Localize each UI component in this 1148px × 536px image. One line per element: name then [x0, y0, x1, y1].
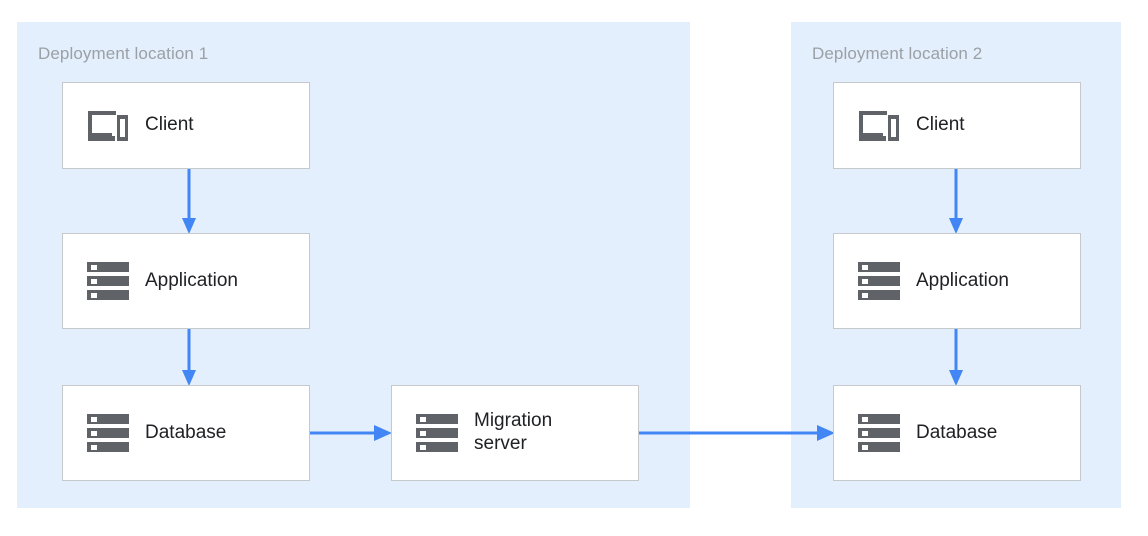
connector-database1-to-migration-server [310, 425, 392, 441]
node-database-2-label: Database [916, 421, 998, 443]
connector-application1-to-database1 [182, 328, 196, 386]
node-application-2[interactable]: Application [833, 233, 1081, 329]
node-application-2-label: Application [916, 269, 1009, 291]
server-icon [85, 410, 131, 456]
node-database-1[interactable]: Database [62, 385, 310, 481]
deployment-zone-2-label: Deployment location 2 [812, 44, 983, 63]
connector-client1-to-application1 [182, 168, 196, 234]
server-icon [414, 410, 460, 456]
server-icon [856, 410, 902, 456]
node-database-2[interactable]: Database [833, 385, 1081, 481]
devices-icon [85, 103, 131, 149]
node-application-1-label: Application [145, 269, 238, 291]
node-client-1-label: Client [145, 114, 194, 136]
node-application-1[interactable]: Application [62, 233, 310, 329]
devices-icon [856, 103, 902, 149]
node-database-1-label: Database [145, 421, 227, 443]
connector-migration-server-to-database2 [639, 425, 835, 441]
server-icon [856, 258, 902, 304]
connector-client2-to-application2 [949, 168, 963, 234]
node-client-2[interactable]: Client [833, 82, 1081, 169]
server-icon [85, 258, 131, 304]
deployment-zone-1-label: Deployment location 1 [38, 44, 209, 63]
connector-application2-to-database2 [949, 328, 963, 386]
node-client-2-label: Client [916, 114, 965, 136]
node-client-1[interactable]: Client [62, 82, 310, 169]
node-migration-server-label: Migration server [474, 410, 553, 454]
node-migration-server[interactable]: Migration server [391, 385, 639, 481]
